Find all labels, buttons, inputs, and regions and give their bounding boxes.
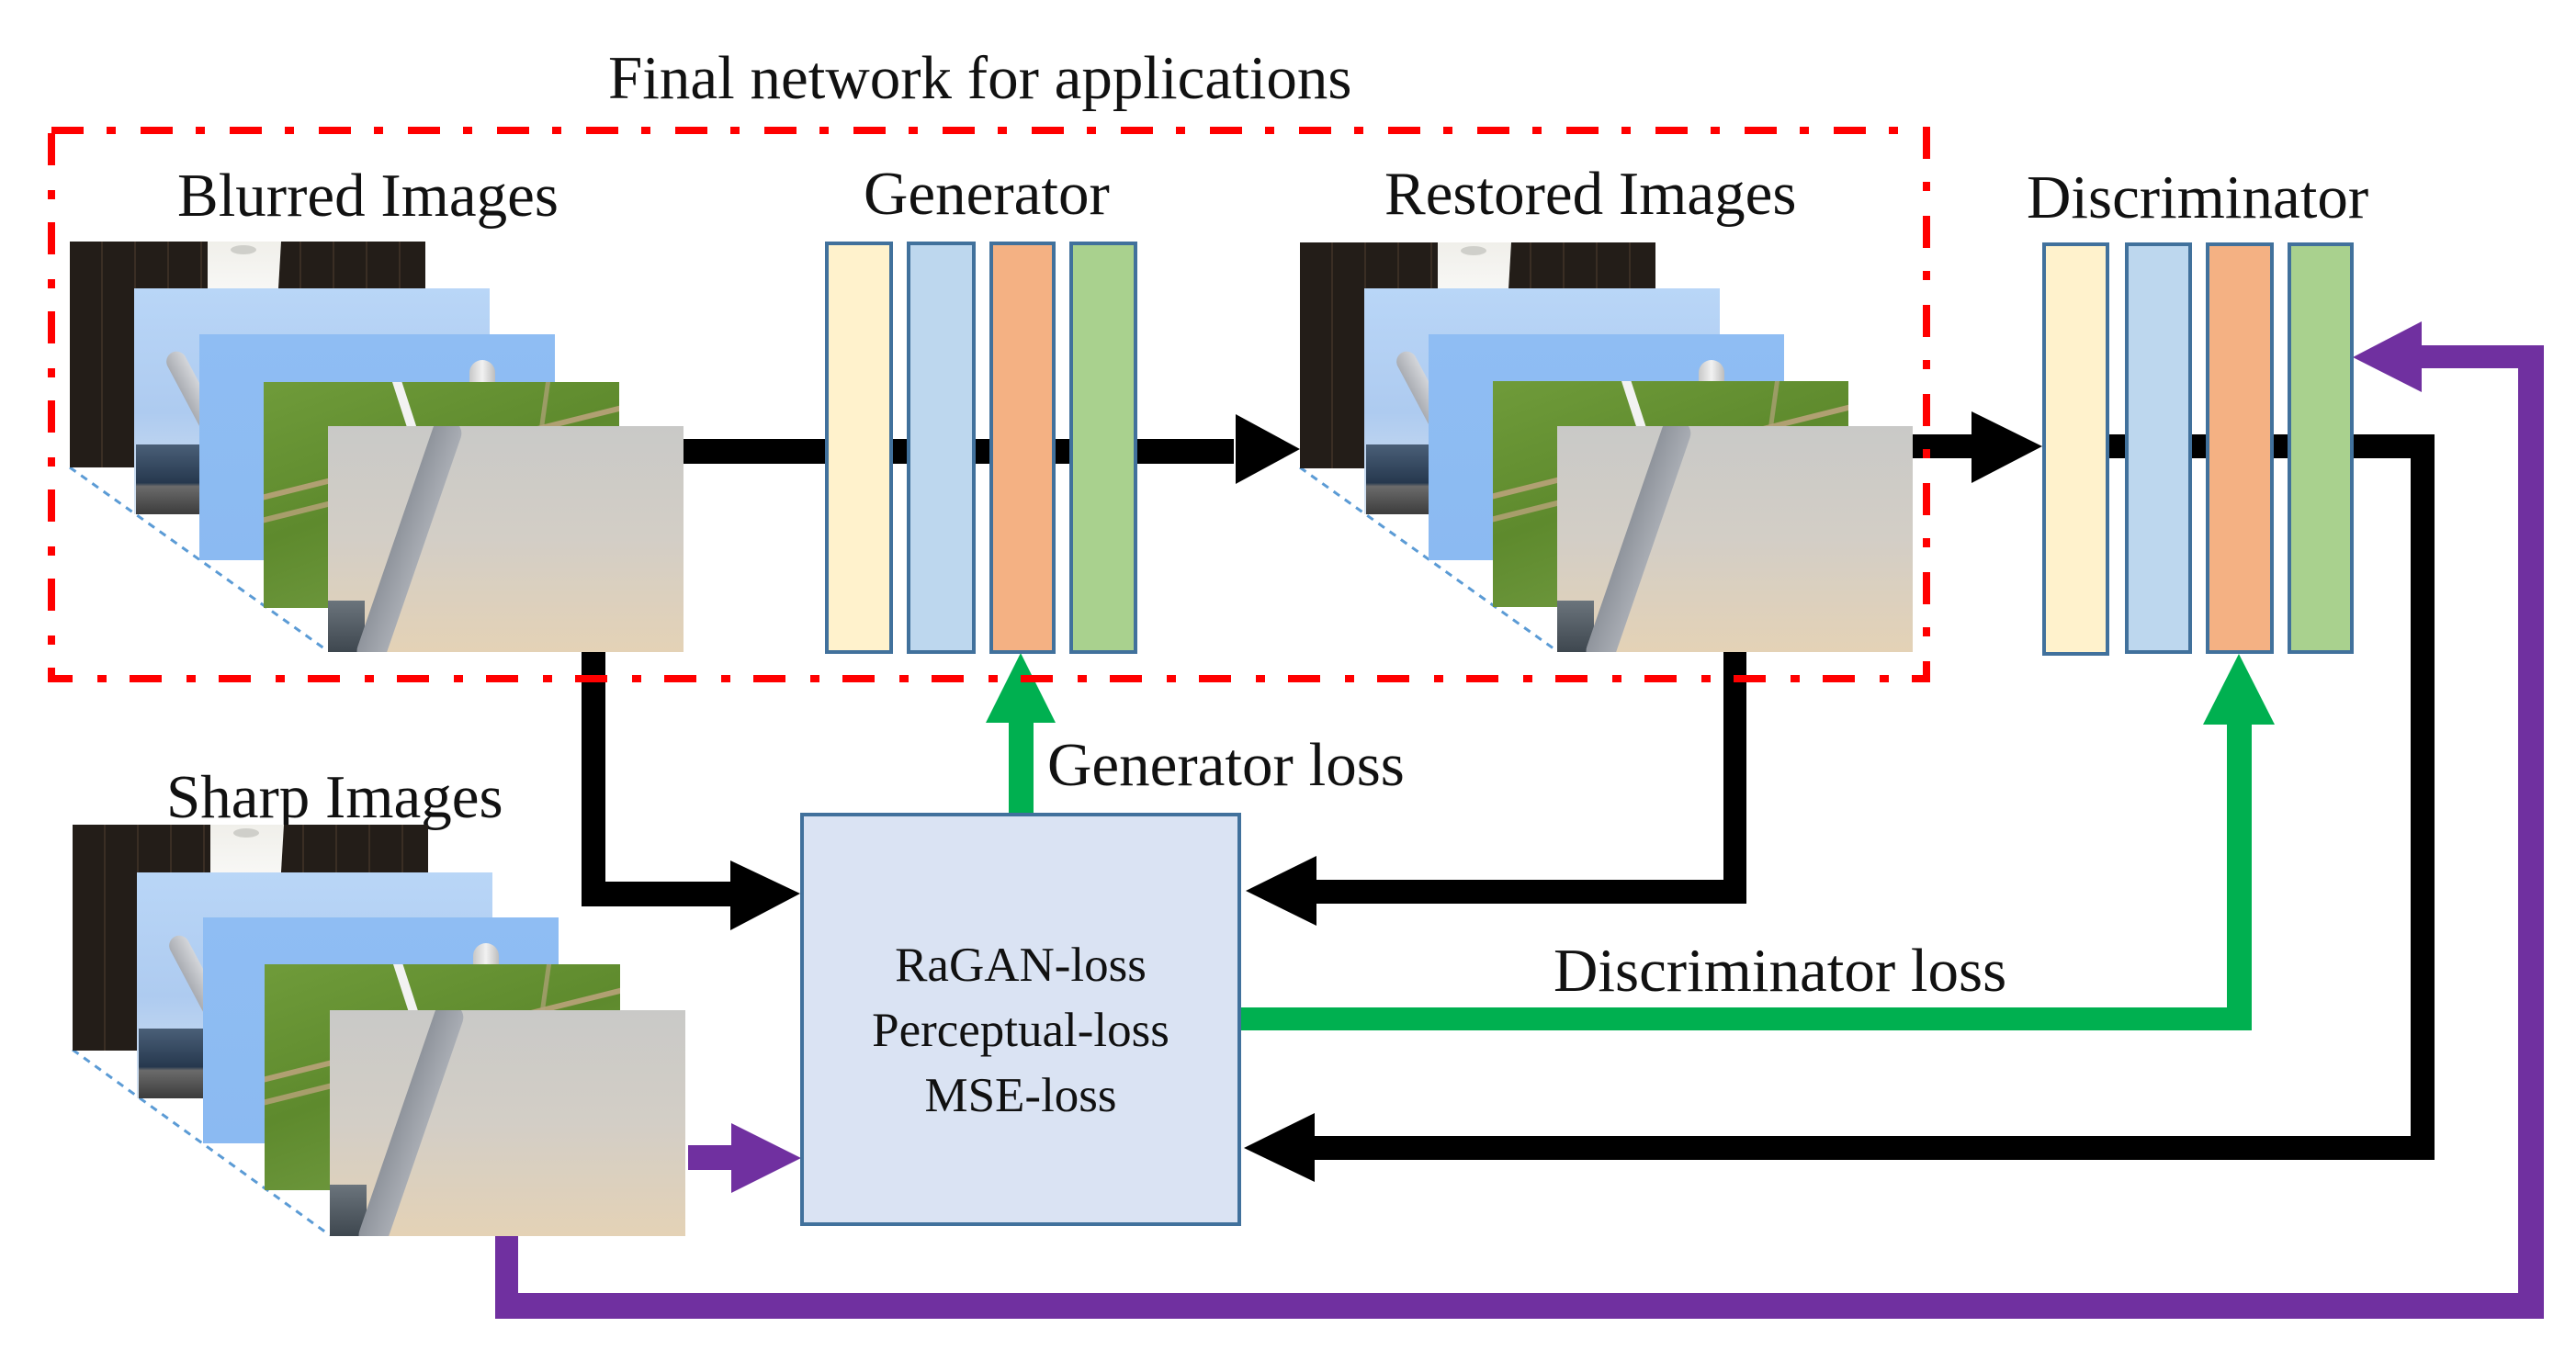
discriminator-layer-1 xyxy=(2042,242,2109,656)
flow-line-blurred-to-loss xyxy=(582,882,738,906)
final-network-title: Final network for applications xyxy=(608,44,1352,112)
arrowhead-to-discriminator xyxy=(1972,411,2042,483)
discriminator-loss-label: Discriminator loss xyxy=(1554,937,2007,1005)
sharp-to-discriminator-arrowhead xyxy=(2353,321,2422,392)
arrowhead-restored-to-loss xyxy=(1246,856,1316,926)
sharp-to-discriminator-line-bottom xyxy=(495,1293,2544,1319)
arrowhead-to-restored xyxy=(1236,414,1300,484)
generator-layer-1 xyxy=(825,242,893,654)
flow-line-restored-down xyxy=(1723,651,1746,904)
discriminator-layer-3 xyxy=(2206,242,2274,654)
loss-box: RaGAN-loss Perceptual-loss MSE-loss xyxy=(800,813,1241,1226)
generator-layer-2 xyxy=(907,242,976,654)
loss-line-mse: MSE-loss xyxy=(924,1069,1117,1122)
generator-loss-line xyxy=(1009,716,1034,814)
generator-loss-arrowhead xyxy=(986,653,1056,723)
restored-image-5 xyxy=(1557,426,1913,652)
sharp-stack-guide xyxy=(72,1048,331,1237)
discriminator-layer-4 xyxy=(2288,242,2354,654)
loss-line-perceptual: Perceptual-loss xyxy=(872,1004,1169,1057)
generator-layer-3 xyxy=(989,242,1056,654)
generator-loss-label: Generator loss xyxy=(1047,731,1405,799)
arrowhead-blurred-to-loss xyxy=(730,860,800,930)
sharp-to-loss-arrowhead xyxy=(731,1123,801,1193)
flow-line-blurred-down xyxy=(582,651,605,906)
flow-line-restored-to-loss xyxy=(1309,880,1746,904)
loss-line-ragan: RaGAN-loss xyxy=(895,939,1147,992)
generator-label: Generator xyxy=(864,160,1110,228)
blurred-image-5 xyxy=(328,426,684,652)
restored-images-label: Restored Images xyxy=(1384,160,1797,228)
discriminator-loss-line-h xyxy=(1241,1007,2252,1030)
flow-line-discriminator-down xyxy=(2411,434,2435,1160)
sharp-to-discriminator-line-top xyxy=(2416,345,2544,368)
sharp-images-label: Sharp Images xyxy=(166,763,503,831)
generator-layer-4 xyxy=(1069,242,1137,654)
sharp-image-5 xyxy=(330,1010,685,1236)
sharp-to-discriminator-line-up xyxy=(2518,345,2544,1319)
discriminator-layer-2 xyxy=(2125,242,2192,654)
flow-line-discriminator-to-loss xyxy=(1309,1136,2435,1160)
discriminator-loss-arrowhead xyxy=(2203,654,2275,725)
discriminator-label: Discriminator xyxy=(2027,163,2369,231)
sharp-to-loss-line xyxy=(688,1145,736,1170)
flow-line-restored-to-discriminator xyxy=(1912,434,1976,458)
discriminator-loss-line-v xyxy=(2227,716,2252,1030)
arrowhead-discriminator-to-loss xyxy=(1244,1113,1315,1182)
blurred-images-label: Blurred Images xyxy=(177,162,559,230)
